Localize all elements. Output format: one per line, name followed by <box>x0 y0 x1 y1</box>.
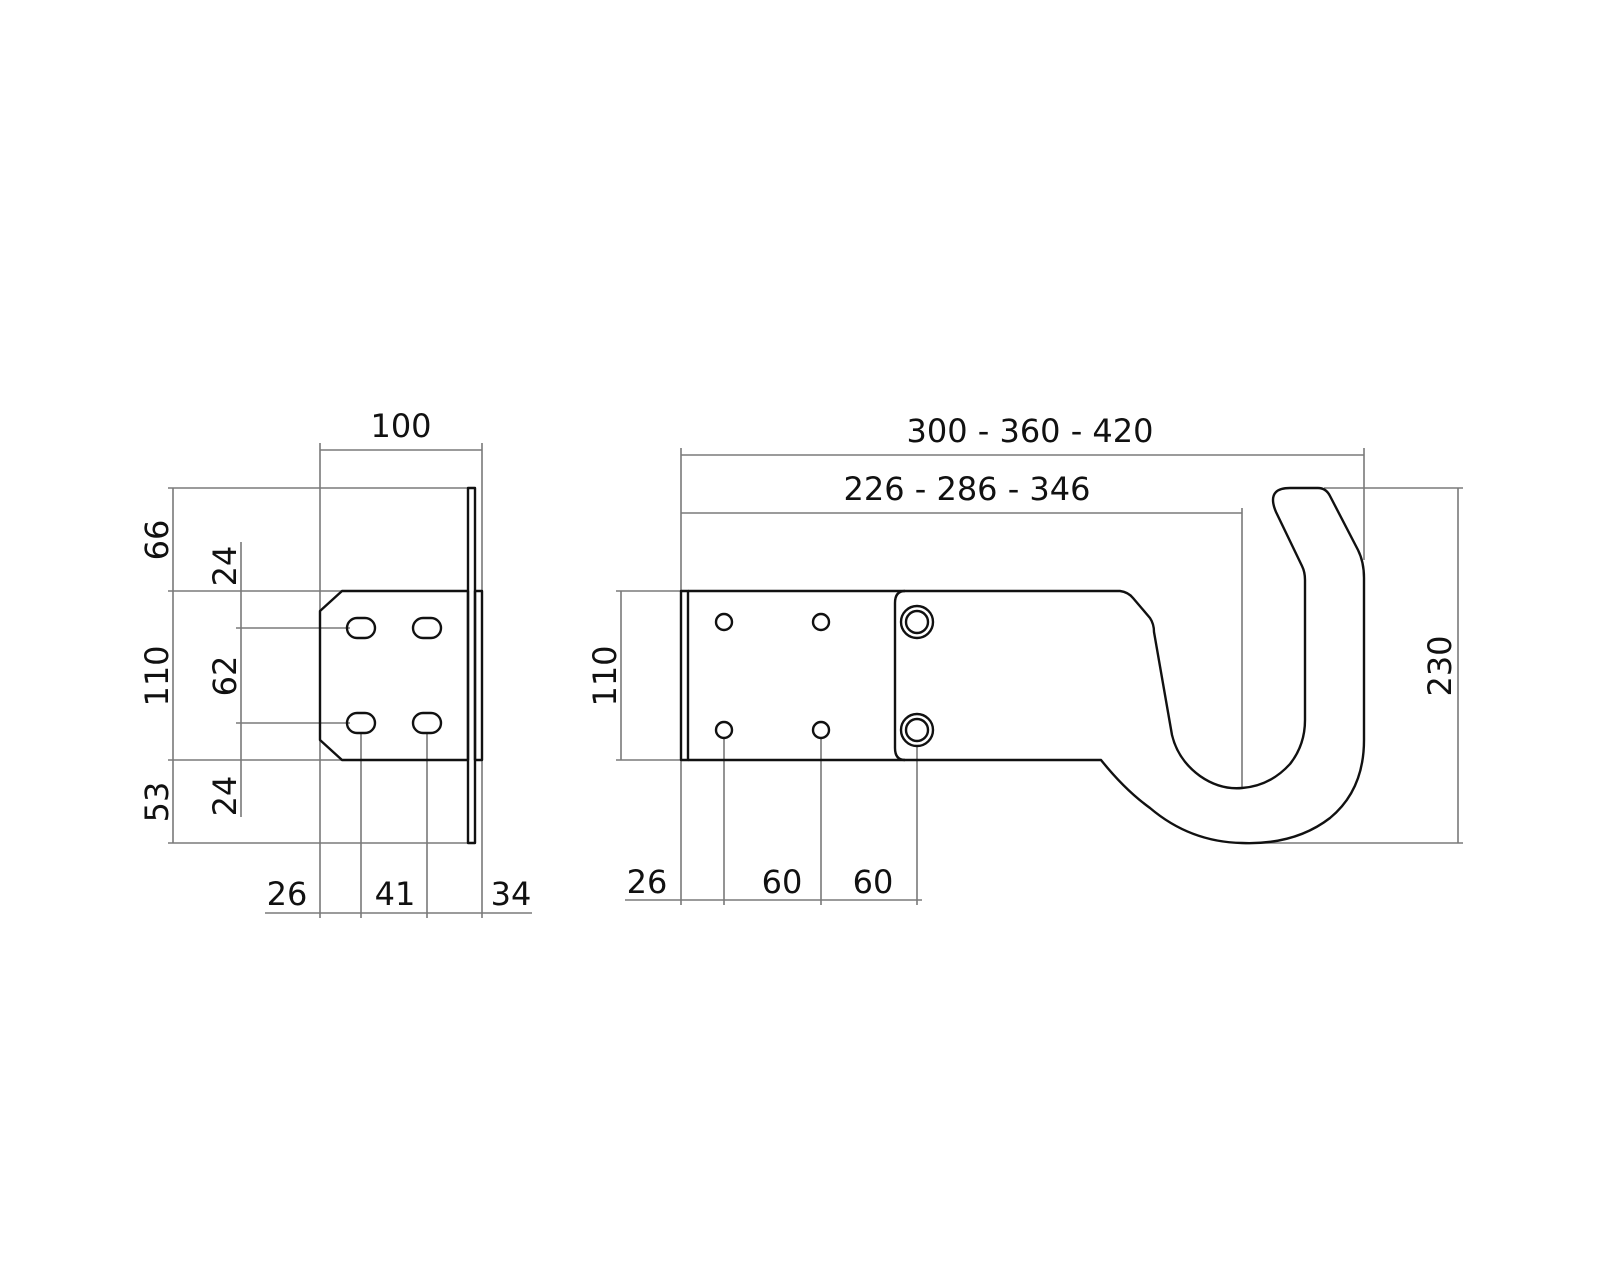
hook-outline <box>679 486 1366 845</box>
slot-hole <box>345 711 377 735</box>
slot-hole <box>345 616 377 640</box>
bolt-head <box>899 604 935 640</box>
side-view-dimension-lines <box>168 443 532 918</box>
dim-bottom-left: 26 <box>267 875 308 913</box>
dim-left-height-mid: 110 <box>138 645 176 706</box>
front-view: 300 - 360 - 420 226 - 286 - 346 110 230 … <box>586 412 1463 905</box>
dim-overall-length: 300 - 360 - 420 <box>906 412 1153 450</box>
dim-plate-height: 110 <box>586 645 624 706</box>
bolt-inner <box>904 609 930 635</box>
dim-hook-length: 226 - 286 - 346 <box>843 470 1090 508</box>
plate-divider <box>893 589 906 762</box>
bracket-side-outline <box>318 486 484 845</box>
bolt-head <box>899 712 935 748</box>
dim-left-height-bottom: 53 <box>138 782 176 823</box>
dim-front-bottom-right: 60 <box>853 863 894 901</box>
mount-plate <box>679 589 690 762</box>
mount-hole <box>811 612 831 632</box>
side-view: 100 66 110 53 24 62 24 26 41 34 <box>138 407 532 918</box>
dim-slot-bottom: 24 <box>206 776 244 817</box>
slot-hole <box>411 616 443 640</box>
dim-bottom-right: 34 <box>491 875 532 913</box>
dim-hook-height: 230 <box>1421 635 1459 696</box>
dim-bottom-mid: 41 <box>375 875 416 913</box>
slot-hole <box>411 711 443 735</box>
dim-slot-top: 24 <box>206 546 244 587</box>
plate-flange <box>473 589 484 762</box>
mount-hole <box>714 612 734 632</box>
dim-front-bottom-left: 26 <box>627 863 668 901</box>
dim-front-bottom-mid: 60 <box>762 863 803 901</box>
mount-hole <box>811 720 831 740</box>
mount-hole <box>714 720 734 740</box>
bolt-inner <box>904 717 930 743</box>
hook-body <box>688 486 1366 845</box>
front-view-dimension-lines <box>616 448 1463 905</box>
dim-left-height-top: 66 <box>138 520 176 561</box>
dim-width: 100 <box>370 407 431 445</box>
bracket-body <box>318 589 470 762</box>
dim-slot-spacing: 62 <box>206 656 244 697</box>
